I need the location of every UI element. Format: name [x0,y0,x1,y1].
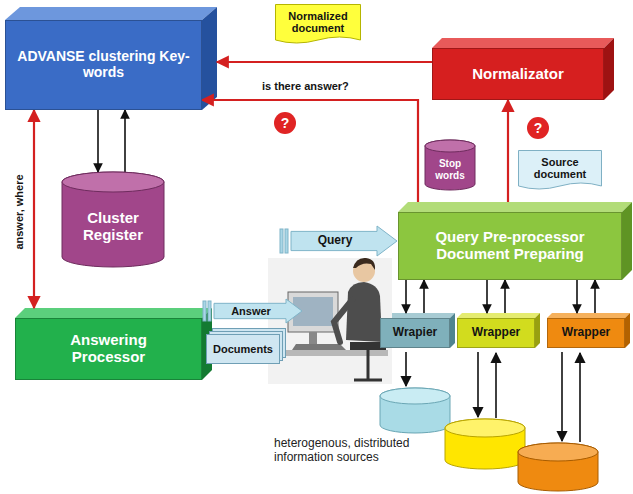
box-depth-faces [5,7,632,380]
connector-arrow [594,280,596,313]
source-access-arrows [406,352,580,442]
note-outline [276,5,361,44]
node-text: Query [318,234,353,247]
arrow-outline [214,299,302,323]
box-side-face [625,313,630,348]
info-source-cylinders [380,388,598,491]
connector-arrow [504,280,506,313]
box-side-face [535,313,540,348]
source-arrow [495,353,497,418]
source-cylinder-top [380,388,450,404]
query-arrow: Query [291,226,397,256]
desk [272,350,388,356]
document-note: Normalized document [275,4,361,46]
source-cylinder-top [445,419,525,437]
connector-arrow [97,110,99,172]
box-top-face [5,7,217,20]
box-top-face [15,308,212,318]
deco-bar [280,229,283,253]
arrow-outline [291,226,397,256]
edge-label: answer, where [13,174,25,249]
node-text: Answer [231,305,271,317]
box-side-face [604,38,614,100]
node-text: Wrapper [562,326,610,339]
source-cylinder-top [518,443,598,461]
register-cylinder: Cluster Register [62,172,164,267]
connector-arrow [423,280,425,313]
keyboard [292,344,346,350]
edge-label: is there answer? [262,80,349,92]
node-text: Normalizator [472,66,564,83]
connector-arrow [202,100,418,202]
person-arm [334,300,352,342]
normalizer-box: Normalizator [432,48,604,100]
node-text: Query Pre-processor Document Preparing [405,229,615,263]
source-cylinder [445,419,525,469]
cylinder-body [425,140,475,190]
person-hair [353,258,375,270]
node-text: Normalized document [279,10,357,35]
box-top-face [432,38,614,48]
cylinder-top [62,172,164,192]
stopwords-cylinder: Stop words [425,140,475,190]
source-arrow [405,352,407,386]
document-note: Source document [518,150,602,192]
chair-leg [367,350,370,380]
documents-stack: Documents [206,328,286,364]
node-text: ADVANSE clustering Key-words [16,49,191,80]
wrapper-box: Wrapier [380,318,450,348]
answer-arrow: Answer [214,299,302,323]
source-arrow [579,353,581,442]
source-arrow [477,352,479,417]
connector-arrow [507,100,509,202]
node-text: Wrapier [393,326,437,339]
connector-arrow [486,280,488,313]
source-cylinder [380,388,450,433]
preprocessor-box: Query Pre-processor Document Preparing [398,212,622,280]
note-outline [519,151,602,190]
document-sheet [207,335,280,364]
connector-arrow [217,61,432,63]
deco-bar [208,301,211,321]
deco-bar [285,229,288,253]
node-text: Documents [213,343,273,355]
box-side-face [622,202,632,280]
source-cylinder [518,443,598,491]
node-text: Wrapper [472,326,520,339]
connector-arrow [405,280,407,313]
node-text: Cluster Register [66,210,160,244]
node-text: Stop words [427,158,473,180]
connector-arrow [576,280,578,313]
box-top-face [398,202,632,212]
box-side-face [202,7,217,110]
node-text: Source document [522,156,598,181]
callout-marker: ? [274,112,296,134]
deco-bar [203,301,206,321]
source-arrow [561,352,563,441]
connector-arrow [33,110,35,308]
person-body [346,282,382,342]
clustering-process-box: ADVANSE clustering Key-words [5,20,202,110]
chair-base [354,379,382,382]
wrapper-box: Wrapper [457,318,535,348]
node-text: Answering Processor [32,332,185,366]
wrapper-box: Wrapper [547,318,625,348]
connector-arrow [124,110,126,172]
cylinder-body [62,172,164,267]
note-text: heterogenous, distributed information so… [274,437,442,465]
callout-marker: ? [527,117,549,139]
monitor-stand [309,332,317,344]
box-side-face [450,313,455,348]
answering-process-box: Answering Processor [15,318,202,380]
cylinder-top [425,140,475,152]
